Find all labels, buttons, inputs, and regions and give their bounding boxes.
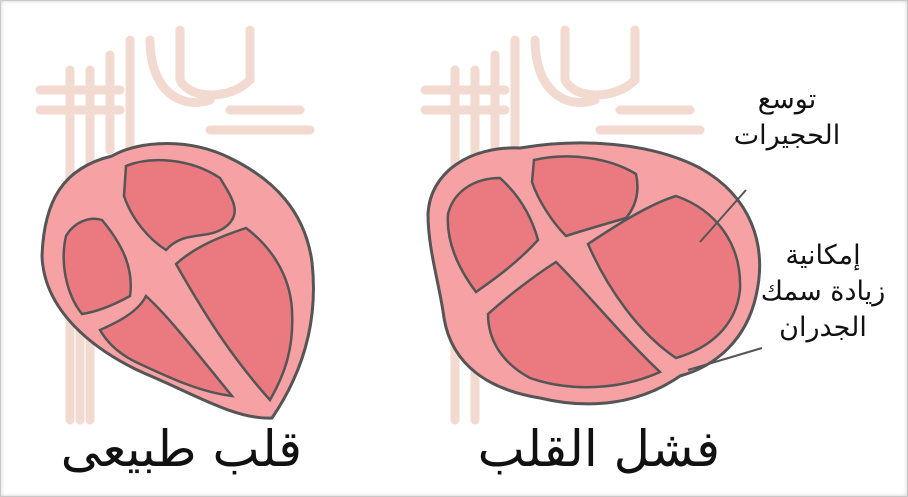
dilated-chambers-line-2: الحجيرات — [702, 118, 872, 154]
dilated-chambers-label: توسع الحجيرات — [702, 82, 872, 154]
heart-failure-caption: فشل القلب — [500, 420, 720, 478]
wall-thickening-line-3: الجدران — [738, 310, 908, 346]
wall-thickening-line-1: إمكانية — [738, 238, 908, 274]
failure-heart — [428, 143, 760, 404]
wall-thickening-label: إمكانية زيادة سمك الجدران — [738, 238, 908, 346]
wall-thickening-line-2: زيادة سمك — [738, 274, 908, 310]
normal-heart-caption: قلب طبيعى — [62, 420, 302, 478]
dilated-chambers-line-1: توسع — [702, 82, 872, 118]
